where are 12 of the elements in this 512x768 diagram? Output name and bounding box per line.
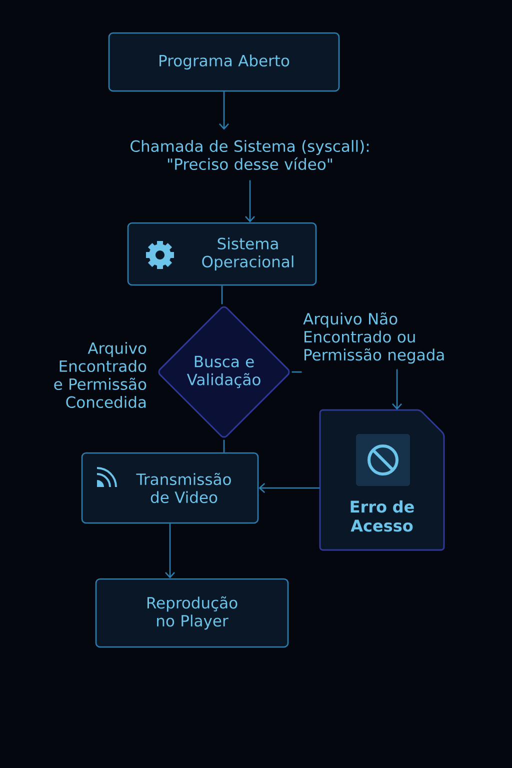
process-box: Reprodução no Player [95, 578, 289, 648]
arrow [392, 369, 402, 410]
step-label: Arquivo Não Encontrado ou Permissão negada [303, 312, 444, 364]
arrow [165, 524, 175, 578]
arrow [258, 483, 320, 493]
process-box: Transmissão de Video [81, 452, 259, 524]
arrow [219, 92, 229, 130]
process-box: Sistema Operacional [127, 222, 317, 286]
branch-label: Arquivo Encontrado e Permissão Concedida [54, 342, 146, 408]
arrow [245, 180, 255, 222]
step-label: Chamada de Sistema (syscall): "Preciso desse vídeo" [130, 140, 369, 170]
process-box: Programa Aberto [108, 32, 340, 92]
